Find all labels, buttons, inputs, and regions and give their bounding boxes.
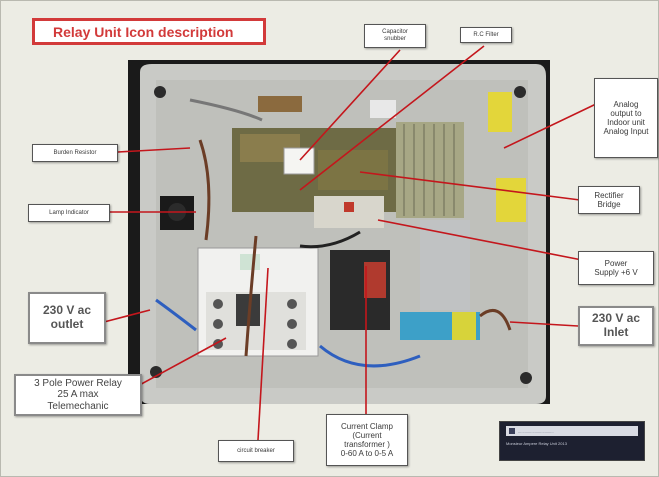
- label-power-relay: 3 Pole Power Relay 25 A max Telemechanic: [14, 374, 142, 416]
- label-circuit-breaker: circuit breaker: [218, 440, 294, 462]
- label-power-supply: Power Supply +6 V: [578, 251, 654, 285]
- label-burden-resistor: Burden Resistor: [32, 144, 118, 162]
- page-title: Relay Unit Icon description: [32, 18, 266, 45]
- label-ac-inlet: 230 V ac Inlet: [578, 306, 654, 346]
- footer-card: ................................ Monsieu…: [499, 421, 645, 461]
- label-lamp-indicator: Lamp Indicator: [28, 204, 110, 222]
- label-rc-filter: R.C Filter: [460, 27, 512, 43]
- screw-hole-icon: [514, 86, 526, 98]
- footer-caption: Monsieur Ampere Relay Unit 2013: [506, 441, 638, 446]
- footer-line: ................................: [518, 429, 554, 434]
- label-capacitor-snubber: Capacitor snubber: [364, 24, 426, 48]
- logo-icon: [509, 428, 515, 434]
- label-rectifier-bridge: Rectifier Bridge: [578, 186, 640, 214]
- footer-banner: ................................: [506, 426, 638, 436]
- label-current-clamp: Current Clamp (Current transformer ) 0-6…: [326, 414, 408, 466]
- screw-hole-icon: [520, 372, 532, 384]
- label-ac-outlet: 230 V ac outlet: [28, 292, 106, 344]
- analog-connector: [488, 92, 512, 132]
- screw-hole-icon: [154, 86, 166, 98]
- capacitor-component: [284, 148, 314, 174]
- label-analog-output: Analog output to Indoor unit Analog Inpu…: [594, 78, 658, 158]
